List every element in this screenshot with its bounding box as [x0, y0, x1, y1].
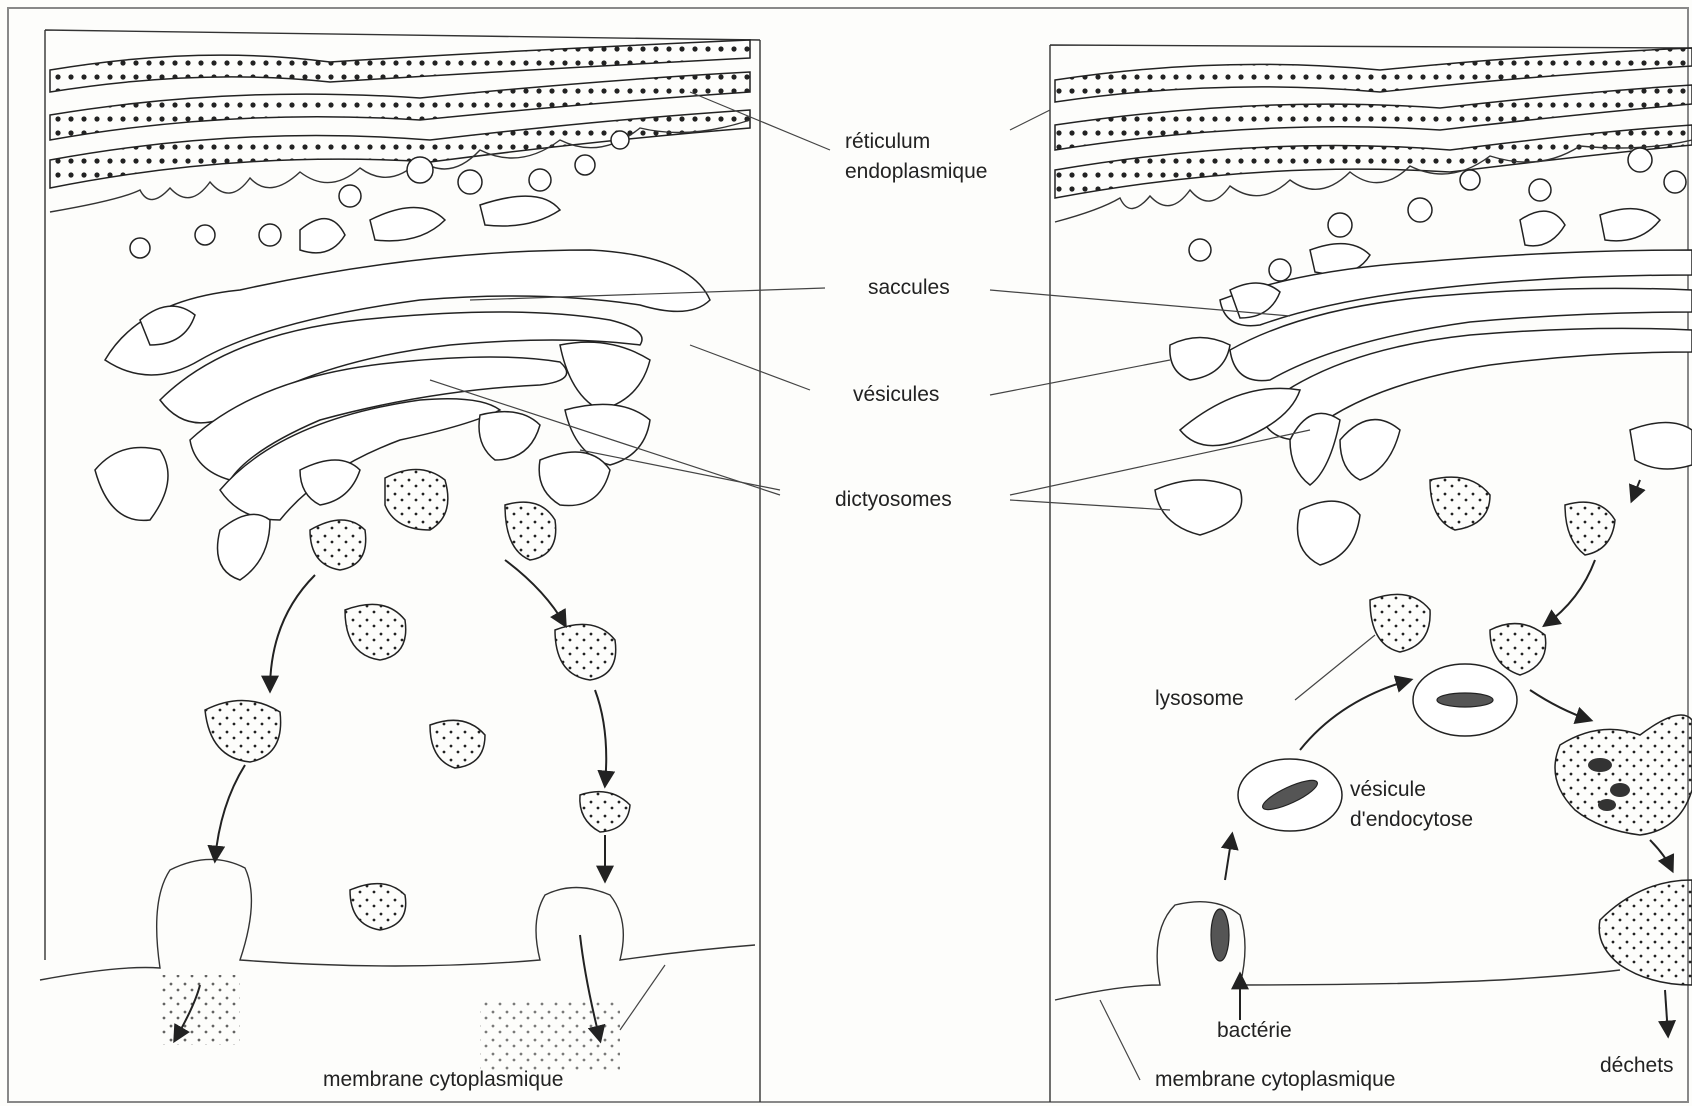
label-dechets: déchets: [1600, 1054, 1674, 1077]
label-lysosome: lysosome: [1155, 687, 1244, 710]
label-membrane-right: membrane cytoplasmique: [1155, 1068, 1395, 1091]
left-er: [50, 40, 750, 212]
label-bacterie: bactérie: [1217, 1019, 1292, 1042]
leader-lines: [430, 92, 1375, 1080]
label-saccules: saccules: [868, 276, 950, 299]
right-panel: [1050, 45, 1692, 1102]
left-dictyosome: [95, 250, 710, 580]
right-panel-frame: [1050, 45, 1692, 1102]
right-er: [1055, 48, 1692, 222]
right-membrane: [1055, 902, 1620, 1000]
label-endoplasmique: endoplasmique: [845, 160, 987, 183]
bacterium-shape: [1211, 909, 1229, 961]
left-exocytosis-stipple: [160, 975, 620, 1070]
label-membrane-left: membrane cytoplasmique: [323, 1068, 563, 1091]
label-vesicule: vésicule: [1350, 778, 1426, 801]
left-panel-frame: [45, 30, 760, 1102]
label-vesicules: vésicules: [853, 383, 939, 406]
label-reticulum: réticulum: [845, 130, 930, 153]
left-panel: [40, 30, 760, 1102]
right-lysosomes: [1370, 477, 1615, 675]
label-endocytose: d'endocytose: [1350, 808, 1473, 831]
label-dictyosomes: dictyosomes: [835, 488, 952, 511]
